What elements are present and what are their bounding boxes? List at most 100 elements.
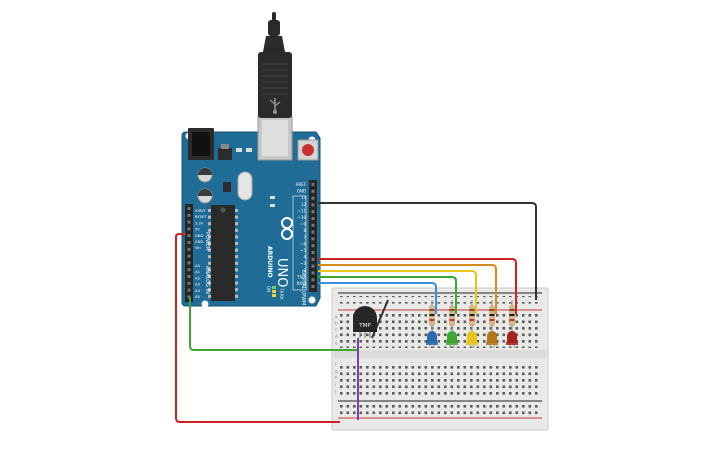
tx-led-icon	[272, 290, 276, 293]
led-yellow[interactable]	[466, 331, 478, 348]
power-pin-label: GND	[195, 234, 203, 238]
wire-red-led[interactable]	[318, 258, 517, 314]
sensor-label: TMP	[358, 323, 371, 329]
header-pin[interactable]	[311, 278, 315, 282]
header-pin[interactable]	[311, 203, 315, 207]
header-pin[interactable]	[311, 183, 315, 186]
chip-pin	[208, 268, 211, 272]
header-pin[interactable]	[187, 234, 191, 238]
breadboard-row-label: b	[335, 321, 338, 326]
arduino-logo-icon	[281, 217, 293, 240]
header-pin[interactable]	[187, 268, 191, 272]
header-pin[interactable]	[311, 196, 315, 200]
chip-pin	[235, 294, 238, 298]
digital-pin-label: 2	[303, 268, 306, 273]
header-pin[interactable]	[187, 275, 191, 278]
led-green[interactable]	[446, 331, 458, 348]
led-red[interactable]	[506, 331, 518, 348]
chip-pin	[208, 215, 211, 219]
chip-pin	[208, 248, 211, 252]
digital-pin-label: ~10	[298, 215, 307, 220]
chip-pin	[235, 222, 238, 226]
chip-pin	[235, 242, 238, 245]
wire-green-led[interactable]	[318, 276, 457, 314]
header-pin[interactable]	[311, 264, 315, 268]
usb-cable	[258, 12, 292, 118]
mounting-hole	[201, 300, 209, 308]
header-pin[interactable]	[311, 237, 315, 241]
crystal-oscillator	[237, 171, 253, 201]
header-pin[interactable]	[187, 254, 191, 258]
header-pin[interactable]	[187, 220, 191, 224]
breadboard-row-label: j	[334, 388, 336, 393]
header-pin[interactable]	[311, 244, 315, 248]
resistor[interactable]	[509, 300, 515, 336]
power-pin-label: Vin	[195, 246, 201, 250]
chip-pin	[208, 209, 211, 212]
header-pin[interactable]	[187, 207, 191, 210]
header-pin[interactable]	[187, 288, 191, 292]
digital-header[interactable]	[309, 180, 317, 292]
resistor[interactable]	[429, 300, 435, 336]
breadboard-row-label: a	[335, 314, 338, 319]
wire-blue-led[interactable]	[318, 282, 437, 314]
digital-pin-label: ~9	[300, 222, 306, 227]
header-pin[interactable]	[187, 261, 191, 265]
header-pin[interactable]	[187, 281, 191, 285]
analog-pin-label: A5	[195, 294, 201, 299]
header-pin[interactable]	[187, 213, 191, 217]
chip-pin	[235, 275, 238, 278]
digital-pin-label: ~5	[300, 248, 306, 253]
header-pin[interactable]	[311, 230, 315, 234]
chip-pin	[235, 248, 238, 252]
digital-pin-label: 12	[301, 202, 307, 207]
power-pin-label: 5V	[195, 228, 200, 232]
chip-pin	[208, 261, 211, 265]
led-blue[interactable]	[426, 331, 438, 348]
chip-pin	[235, 255, 238, 259]
temperature-sensor-tmp36[interactable]: TMP	[353, 306, 377, 338]
header-pin[interactable]	[311, 217, 315, 220]
chip-pin	[235, 215, 238, 219]
resistor[interactable]	[469, 300, 475, 336]
header-pin[interactable]	[311, 251, 315, 254]
analog-pin-label: A1	[195, 269, 201, 274]
header-pin[interactable]	[311, 285, 315, 288]
header-pin[interactable]	[311, 271, 315, 275]
capacitor	[197, 167, 213, 183]
header-pin[interactable]	[187, 247, 191, 251]
digital-pin-label: AREF	[296, 182, 307, 187]
mounting-hole	[308, 296, 316, 304]
header-pin[interactable]	[311, 189, 315, 193]
header-pin[interactable]	[311, 223, 315, 227]
led-orange[interactable]	[486, 331, 498, 348]
digital-pin-label: TX 1	[296, 274, 306, 279]
wire-yellow-led[interactable]	[318, 270, 477, 314]
header-pin[interactable]	[311, 210, 315, 214]
breadboard-row-label: i	[335, 382, 336, 387]
wire-a0-green[interactable]	[189, 297, 358, 351]
resistor[interactable]	[489, 300, 495, 336]
digital-pin-label: 7	[303, 235, 306, 240]
power-pin-label: RESET	[195, 215, 207, 219]
chip-pin	[235, 281, 238, 285]
header-pin[interactable]	[187, 227, 191, 231]
resistor[interactable]	[449, 300, 455, 336]
wire-5v-red[interactable]	[175, 233, 340, 423]
power-pin-label: IOREF	[195, 209, 206, 213]
on-label: ON	[266, 286, 271, 292]
header-pin[interactable]	[187, 295, 191, 299]
wire-gnd-black[interactable]	[318, 202, 537, 300]
header-pin[interactable]	[311, 257, 315, 261]
digital-pin-label: ~3	[300, 261, 306, 266]
power-analog-header[interactable]	[185, 204, 193, 302]
breadboard-row-label: g	[335, 369, 338, 374]
voltage-regulator	[218, 148, 232, 160]
chip-pin	[235, 261, 238, 265]
digital-pin-label: ~11	[298, 208, 307, 213]
tx-label: TX	[279, 287, 284, 293]
chip-pin	[235, 268, 238, 272]
wire-orange-led[interactable]	[318, 264, 497, 314]
header-pin[interactable]	[187, 241, 191, 244]
